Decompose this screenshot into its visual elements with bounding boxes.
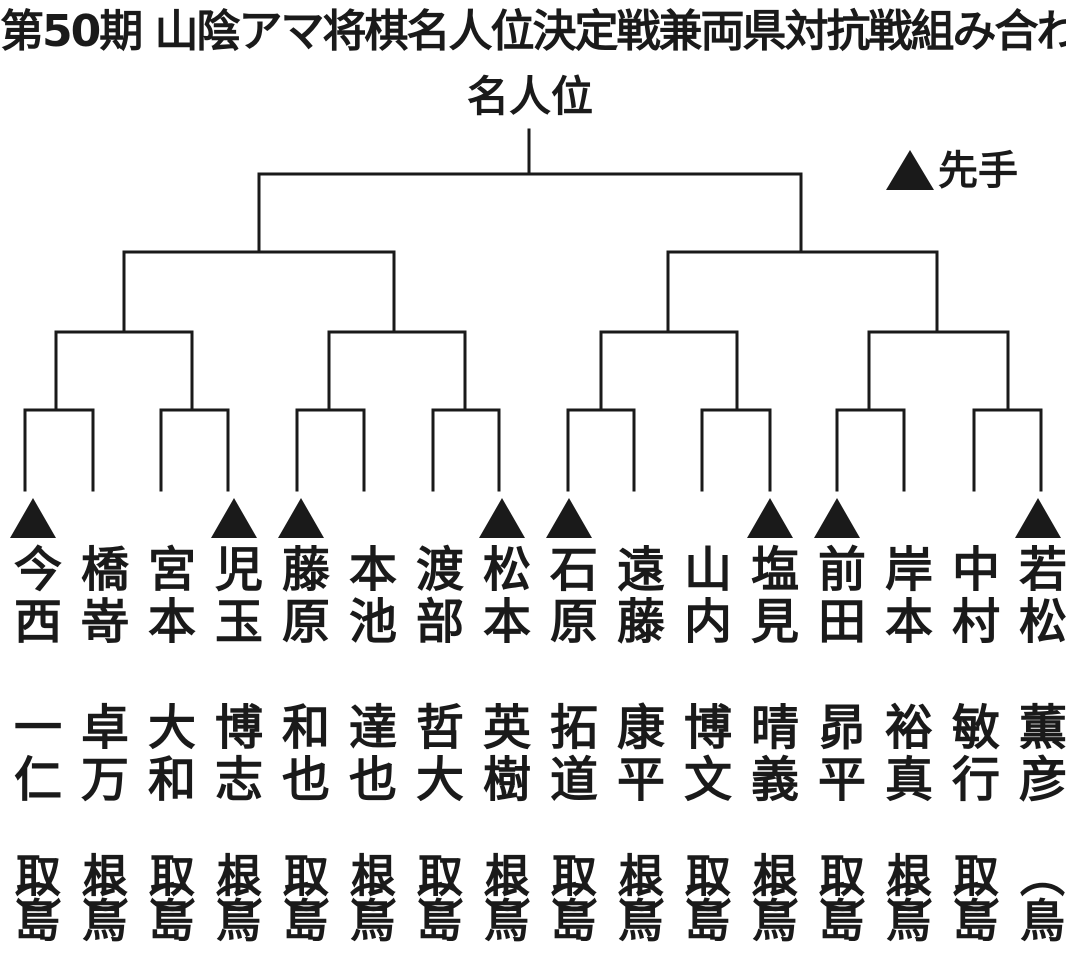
player-entry: 若松薫彦 （鳥取）: [946, 490, 1066, 960]
player-entry: 渡部哲大 （島根）: [343, 490, 468, 960]
legend: 先手: [886, 148, 1018, 194]
player-surname: 児玉: [206, 544, 262, 648]
player-entry: 岸本裕真 （鳥取）: [812, 490, 937, 960]
bracket-line-semi-2: [666, 250, 939, 334]
player-prefecture: （鳥取）: [544, 852, 663, 942]
player-entry: 石原拓道 （島根）: [477, 490, 602, 960]
player-given-name: 大和: [139, 702, 195, 806]
player-given-name: 博志: [206, 702, 262, 806]
bracket-line-quarter-3: [599, 330, 739, 412]
champion-label: 名人位: [466, 72, 593, 121]
bracket-line-r1-1: [23, 408, 95, 492]
player-entry: 藤原和也 （島根）: [209, 490, 334, 960]
player-surname: 今西: [5, 544, 61, 648]
bracket-line-r1-7: [835, 408, 906, 492]
bracket-line-r1-2: [159, 408, 230, 492]
player-surname: 若松: [1010, 544, 1066, 648]
player-prefecture: （島根）: [477, 852, 596, 942]
player-given-name: 和也: [273, 702, 329, 806]
player-given-name: 英樹: [474, 702, 530, 806]
player-given-name: 敏行: [943, 702, 999, 806]
player-entry: 前田昴平 （島根）: [745, 490, 870, 960]
player-surname: 渡部: [407, 544, 463, 648]
first-move-triangle-icon: [546, 498, 592, 538]
player-prefecture: （鳥取）: [142, 852, 261, 942]
player-surname: 藤原: [273, 544, 329, 648]
bracket-line-r1-3: [295, 408, 366, 492]
player-prefecture: （島根）: [7, 852, 60, 942]
player-prefecture: （鳥取）: [812, 852, 931, 942]
player-prefecture: （島根）: [745, 852, 864, 942]
player-given-name: 晴義: [742, 702, 798, 806]
first-move-triangle-icon: [211, 498, 257, 538]
player-prefecture: （鳥取）: [410, 852, 529, 942]
bracket-line-semi-1: [122, 250, 396, 334]
bracket-line-r1-4: [431, 408, 501, 492]
player-surname: 石原: [541, 544, 597, 648]
player-given-name: 哲大: [407, 702, 463, 806]
player-entry: 松本英樹 （鳥取）: [410, 490, 535, 960]
player-given-name: 一仁: [5, 702, 61, 806]
player-surname: 宮本: [139, 544, 195, 648]
player-prefecture: （鳥取）: [276, 852, 395, 942]
player-given-name: 達也: [340, 702, 396, 806]
player-entry: 山内博文 （島根）: [611, 490, 736, 960]
player-entry: 本池達也 （鳥取）: [276, 490, 401, 960]
bracket-line-r1-6: [700, 408, 772, 492]
player-entry: 遠藤康平 （鳥取）: [544, 490, 669, 960]
legend-label: 先手: [938, 148, 1018, 194]
player-surname: 岸本: [876, 544, 932, 648]
bracket-line-r1-8: [972, 408, 1043, 492]
player-prefecture: （島根）: [611, 852, 730, 942]
first-move-triangle-icon: [479, 498, 525, 538]
player-prefecture: （鳥取）: [678, 852, 797, 942]
first-move-triangle-icon: [814, 498, 860, 538]
player-surname: 橋嵜: [72, 544, 128, 648]
bracket-line-quarter-2: [327, 330, 467, 412]
player-entry: 塩見晴義 （鳥取）: [678, 490, 803, 960]
player-prefecture: （島根）: [879, 852, 998, 942]
player-surname: 松本: [474, 544, 530, 648]
player-given-name: 昴平: [809, 702, 865, 806]
player-given-name: 拓道: [541, 702, 597, 806]
player-surname: 遠藤: [608, 544, 664, 648]
first-move-triangle-icon: [10, 498, 56, 538]
first-move-triangle-icon: [278, 498, 324, 538]
player-given-name: 博文: [675, 702, 731, 806]
player-given-name: 裕真: [876, 702, 932, 806]
bracket-line-quarter-1: [54, 330, 194, 412]
triangle-icon: [886, 150, 934, 190]
player-entry: 中村敏行 （島根）: [879, 490, 1004, 960]
player-prefecture: （鳥取）: [946, 852, 1065, 942]
player-given-name: 康平: [608, 702, 664, 806]
player-surname: 塩見: [742, 544, 798, 648]
page-title: 第50期 山陰アマ将棋名人位決定戦兼両県対抗戦組み合わせ: [0, 6, 1066, 57]
first-move-triangle-icon: [747, 498, 793, 538]
player-prefecture: （鳥取）: [8, 852, 127, 942]
player-prefecture: （島根）: [343, 852, 462, 942]
player-given-name: 卓万: [72, 702, 128, 806]
player-entry: 児玉博志 （鳥取）: [142, 490, 267, 960]
bracket-line-quarter-4: [867, 330, 1010, 412]
player-prefecture: （島根）: [209, 852, 328, 942]
player-given-name: 薫彦: [1010, 702, 1066, 806]
player-entry: 宮本大和 （島根）: [75, 490, 200, 960]
player-surname: 山内: [675, 544, 731, 648]
bracket-line-final: [257, 172, 803, 252]
player-surname: 前田: [809, 544, 865, 648]
player-surname: 中村: [943, 544, 999, 648]
player-prefecture: （島根）: [75, 852, 194, 942]
bracket-line-r1-5: [566, 408, 636, 492]
player-surname: 本池: [340, 544, 396, 648]
player-entry: 橋嵜卓万 （鳥取）: [8, 490, 133, 960]
first-move-triangle-icon: [1015, 498, 1061, 538]
